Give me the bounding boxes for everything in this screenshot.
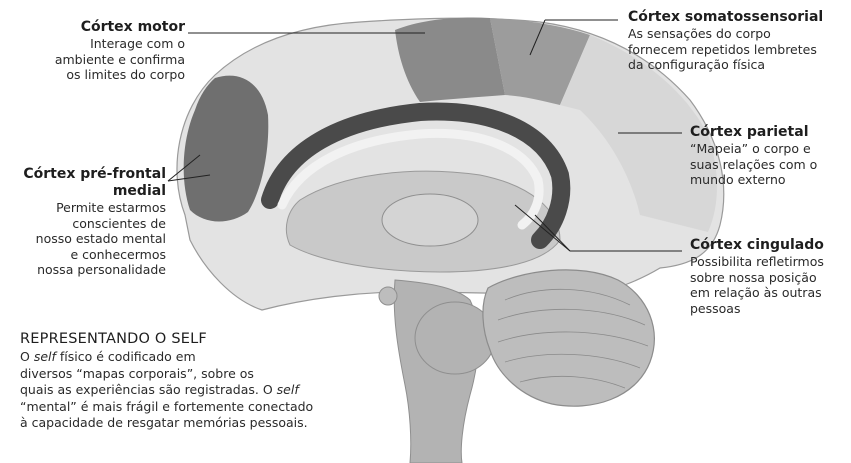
prefrontal-cortex-label: Córtex pré-frontal medial Permite estarm… (6, 166, 166, 278)
cingulate-desc-4: pessoas (690, 301, 850, 317)
pituitary (379, 287, 397, 305)
motor-cortex-title: Córtex motor (40, 19, 185, 36)
motor-cortex-desc-1: Interage com o (40, 36, 185, 52)
cingulate-title: Córtex cingulado (690, 237, 850, 254)
prefrontal-title-2: medial (6, 183, 166, 200)
parietal-cortex-label: Córtex parietal “Mapeia” o corpo e suas … (690, 124, 850, 188)
caption: REPRESENTANDO O SELF O self físico é cod… (20, 330, 380, 432)
cingulate-cortex-label: Córtex cingulado Possibilita refletirmos… (690, 237, 850, 316)
caption-line-3-em: self (277, 382, 299, 397)
parietal-desc-1: “Mapeia” o corpo e (690, 141, 850, 157)
caption-line-5: à capacidade de resgatar memórias pessoa… (20, 415, 380, 432)
parietal-title: Córtex parietal (690, 124, 850, 141)
somatosensory-desc-2: fornecem repetidos lembretes (628, 42, 850, 58)
caption-line-1-em: self (34, 349, 56, 364)
prefrontal-desc-2: conscientes de (6, 216, 166, 232)
somatosensory-desc-1: As sensações do corpo (628, 26, 850, 42)
somatosensory-cortex-label: Córtex somatossensorial As sensações do … (628, 9, 850, 73)
somatosensory-title: Córtex somatossensorial (628, 9, 850, 26)
caption-line-2: diversos “mapas corporais”, sobre os (20, 366, 380, 383)
caption-title: REPRESENTANDO O SELF (20, 330, 380, 349)
prefrontal-desc-5: nossa personalidade (6, 262, 166, 278)
motor-cortex-desc-2: ambiente e confirma (40, 52, 185, 68)
cingulate-desc-1: Possibilita refletirmos (690, 254, 850, 270)
prefrontal-desc-3: nosso estado mental (6, 231, 166, 247)
cingulate-desc-2: sobre nossa posição (690, 270, 850, 286)
prefrontal-title-1: Córtex pré-frontal (6, 166, 166, 183)
motor-cortex-desc-3: os limites do corpo (40, 67, 185, 83)
prefrontal-desc-1: Permite estarmos (6, 200, 166, 216)
parietal-desc-2: suas relações com o (690, 157, 850, 173)
motor-cortex-label: Córtex motor Interage com o ambiente e c… (40, 19, 185, 83)
parietal-desc-3: mundo externo (690, 172, 850, 188)
thalamus (382, 194, 478, 246)
caption-line-1: O self físico é codificado em (20, 349, 380, 366)
prefrontal-desc-4: e conhecermos (6, 247, 166, 263)
caption-line-1-post: físico é codificado em (56, 349, 196, 364)
somatosensory-desc-3: da configuração física (628, 57, 850, 73)
cingulate-desc-3: em relação às outras (690, 285, 850, 301)
caption-line-3-pre: quais as experiências são registradas. O (20, 382, 277, 397)
caption-line-1-pre: O (20, 349, 34, 364)
cerebellum (483, 270, 654, 406)
caption-line-4: “mental” é mais frágil e fortemente cone… (20, 399, 380, 416)
caption-line-3: quais as experiências são registradas. O… (20, 382, 380, 399)
